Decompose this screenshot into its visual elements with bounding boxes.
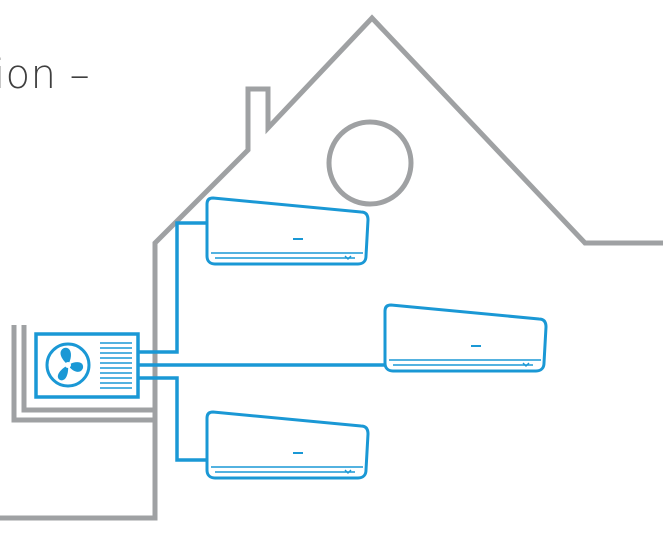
pipe-top-unit: [138, 221, 208, 354]
brand-logo-icon: [293, 452, 303, 454]
indoor-unit-louver: [389, 359, 541, 366]
caption-text: ion –: [0, 52, 91, 98]
status-light-icon: [344, 255, 352, 260]
pipes: [138, 221, 388, 462]
house-wall-and-roof: [0, 14, 663, 521]
indoor-unit-body: [383, 303, 548, 373]
outdoor-unit: [34, 332, 140, 399]
indoor-unit-louver: [211, 252, 363, 259]
brand-logo-icon: [471, 345, 481, 347]
fan-icon: [45, 342, 91, 388]
indoor-unit-bottom: [205, 410, 370, 480]
indoor-unit-louver: [211, 466, 363, 473]
attic-window: [326, 119, 414, 207]
pipe-bottom-unit: [138, 376, 208, 462]
indoor-unit-middle: [383, 303, 548, 373]
house-outline: [0, 14, 663, 521]
outdoor-unit-vent-grille: [100, 342, 132, 389]
status-light-icon: [522, 362, 530, 367]
indoor-unit-body: [205, 410, 370, 480]
indoor-unit-body: [205, 196, 370, 266]
status-light-icon: [344, 469, 352, 474]
outdoor-unit-bracket-outer: [11, 325, 155, 423]
indoor-unit-top: [205, 196, 370, 266]
outdoor-unit-bracket-inner: [21, 325, 155, 413]
brand-logo-icon: [293, 238, 303, 240]
